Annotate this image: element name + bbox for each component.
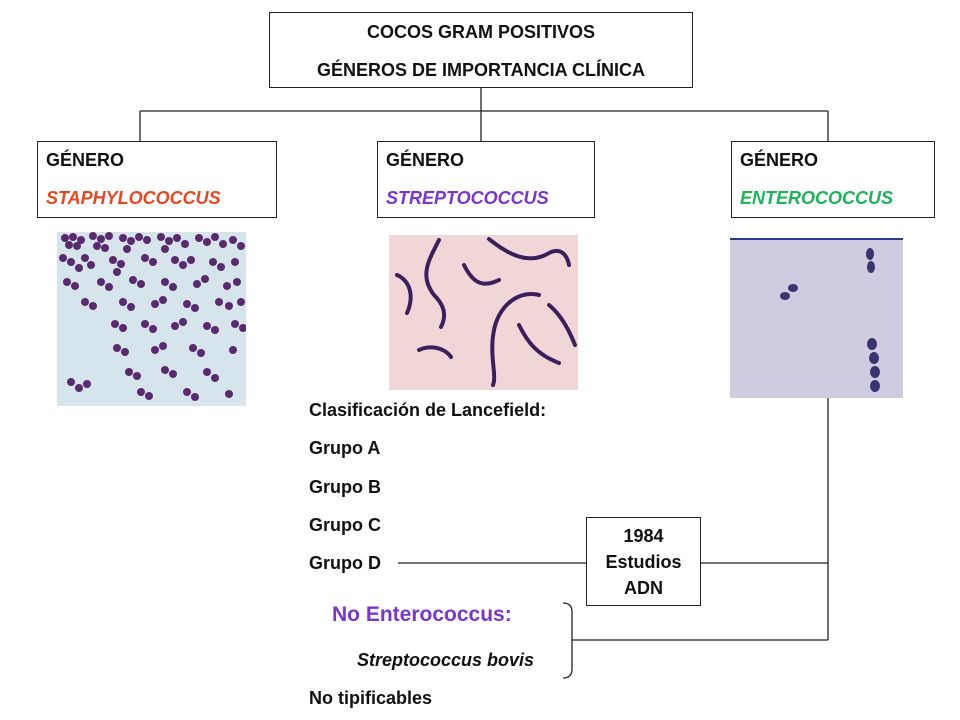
group-d: Grupo D [309, 553, 381, 573]
group-b: Grupo B [309, 477, 381, 497]
enterococcus-micrograph [730, 238, 903, 398]
staphylococcus-micrograph [57, 232, 246, 406]
group-c: Grupo C [309, 515, 381, 535]
streptococcus-bovis: Streptococcus bovis [357, 650, 535, 670]
lancefield-heading: Clasificación de Lancefield: [309, 400, 547, 420]
genus-box-enterococcus: GÉNERO ENTEROCOCCUS [731, 141, 935, 218]
genus-label: GÉNERO [46, 150, 125, 170]
title-box: COCOS GRAM POSITIVOS GÉNEROS DE IMPORTAN… [269, 12, 693, 88]
genus-name-staphylococcus: STAPHYLOCOCCUS [46, 188, 221, 208]
title-line-1: COCOS GRAM POSITIVOS [366, 22, 596, 42]
streptococcus-micrograph [389, 235, 578, 390]
genus-name-streptococcus: STREPTOCOCCUS [386, 188, 549, 208]
genus-name-enterococcus: ENTEROCOCCUS [740, 188, 894, 208]
dna-line-3: ADN [624, 578, 663, 598]
dna-year: 1984 [623, 526, 664, 546]
dna-line-2: Estudios [605, 552, 682, 572]
genus-label: GÉNERO [740, 150, 819, 170]
no-enterococcus-heading: No Enterococcus: [332, 603, 512, 626]
title-line-2: GÉNEROS DE IMPORTANCIA CLÍNICA [316, 60, 645, 80]
genus-box-staphylococcus: GÉNERO STAPHYLOCOCCUS [37, 141, 277, 218]
group-a: Grupo A [309, 438, 381, 458]
genus-box-streptococcus: GÉNERO STREPTOCOCCUS [377, 141, 595, 218]
genus-label: GÉNERO [386, 150, 465, 170]
dna-studies-box: 1984 Estudios ADN [586, 517, 701, 606]
no-tipificables: No tipificables [309, 688, 433, 708]
